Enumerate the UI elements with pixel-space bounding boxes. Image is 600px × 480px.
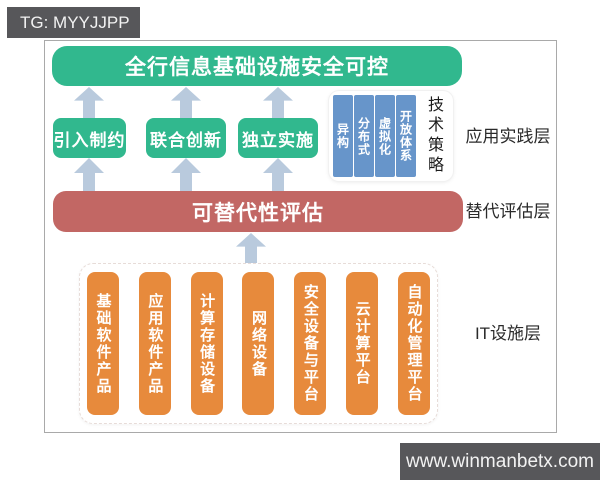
tech-column-open-system: 开放体系 bbox=[396, 95, 416, 177]
up-arrow-icon bbox=[74, 87, 104, 118]
practice-box-constraint: 引入制约 bbox=[53, 118, 126, 158]
up-arrow-icon bbox=[74, 158, 104, 192]
pillar-basic-software: 基础软件产品 bbox=[87, 272, 119, 415]
up-arrow-icon bbox=[171, 87, 201, 118]
pillar-compute-storage: 计算存储设备 bbox=[190, 272, 223, 415]
practice-box-innovation: 联合创新 bbox=[146, 118, 226, 158]
pillar-network-equipment: 网络设备 bbox=[242, 272, 275, 415]
up-arrow-icon bbox=[263, 87, 293, 118]
tech-strategy-box: 异构 分布式 虚拟化 开放体系 技术策略 bbox=[329, 91, 453, 181]
up-arrow-icon bbox=[236, 233, 266, 264]
diagram-card: 全行信息基础设施安全可控 引入制约 联合创新 独立实施 异构 分布式 虚拟化 开… bbox=[44, 40, 557, 433]
pillar-automation-platform: 自动化管理平台 bbox=[397, 272, 430, 415]
layer-label-substitution-assessment: 替代评估层 bbox=[465, 202, 551, 221]
watermark-top-badge: TG: MYYJJPP bbox=[7, 7, 140, 38]
tech-column-virtualization: 虚拟化 bbox=[375, 95, 395, 177]
up-arrow-icon bbox=[171, 158, 201, 192]
practice-box-implementation: 独立实施 bbox=[238, 118, 318, 158]
tech-strategy-label: 技术策略 bbox=[425, 96, 442, 176]
pillar-application-software: 应用软件产品 bbox=[138, 272, 171, 415]
it-facility-container: 基础软件产品 应用软件产品 计算存储设备 网络设备 安全设备与平台 云计算平台 … bbox=[79, 263, 438, 424]
tech-column-heterogeneous: 异构 bbox=[333, 95, 353, 177]
goal-bar: 全行信息基础设施安全可控 bbox=[52, 46, 462, 86]
tech-column-distributed: 分布式 bbox=[354, 95, 374, 177]
pillar-cloud-platform: 云计算平台 bbox=[346, 272, 379, 415]
pillar-security-platform: 安全设备与平台 bbox=[294, 272, 327, 415]
up-arrow-icon bbox=[263, 158, 293, 192]
assessment-bar: 可替代性评估 bbox=[53, 191, 463, 232]
layer-label-application-practice: 应用实践层 bbox=[465, 127, 551, 146]
layer-label-it-facility: IT设施层 bbox=[474, 324, 542, 343]
watermark-bottom-badge: www.winmanbetx.com bbox=[400, 443, 600, 480]
